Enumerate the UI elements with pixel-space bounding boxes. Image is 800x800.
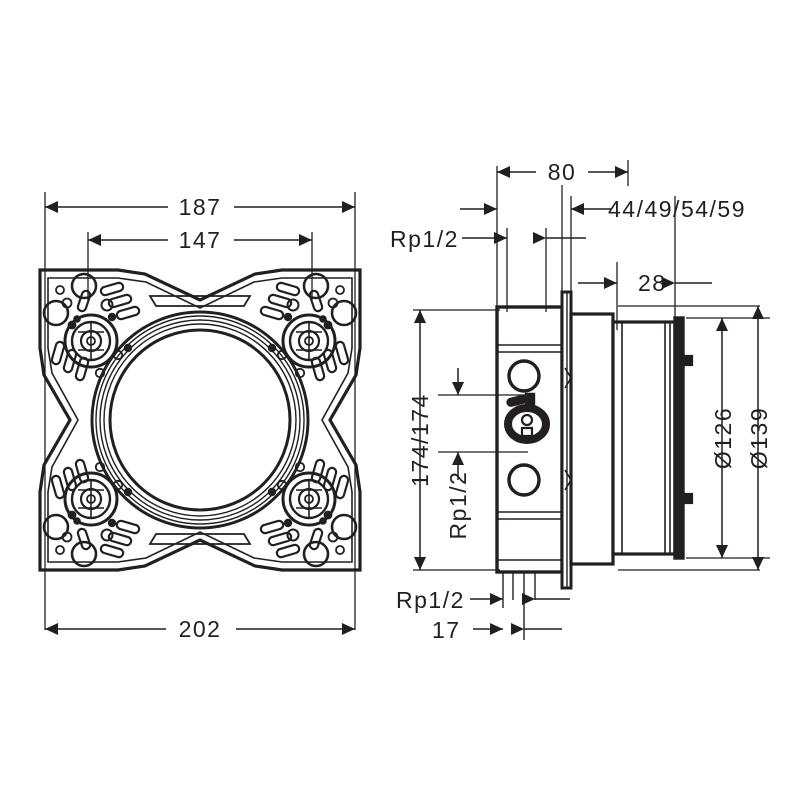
label-202: 202 <box>179 616 222 642</box>
label-28: 28 <box>638 270 667 296</box>
web-top <box>148 295 252 307</box>
cap-tab-top <box>681 354 694 367</box>
port-upper <box>507 359 541 393</box>
break-lines <box>564 367 572 491</box>
bottom-thread-stubs <box>502 572 536 640</box>
label-44-49-54-59: 44/49/54/59 <box>608 196 746 222</box>
label-187: 187 <box>179 194 222 220</box>
label-rp-mid: Rp1/2 <box>445 471 471 540</box>
label-174-174: 174/174 <box>407 393 433 487</box>
label-rp-top: Rp1/2 <box>390 226 459 252</box>
port-lower <box>507 463 541 497</box>
cap-tab-bottom <box>681 492 694 505</box>
plate-inner-outline <box>47 277 353 563</box>
front-view-mounting-plate <box>38 268 362 572</box>
side-view-section <box>495 290 694 640</box>
label-rp-bottom: Rp1/2 <box>396 587 465 613</box>
corner-boss-bottom-left <box>42 458 141 568</box>
label-147: 147 <box>179 227 222 253</box>
cap-face <box>673 316 685 560</box>
ring-lugs <box>123 343 277 497</box>
corner-boss-top-left <box>42 272 141 382</box>
corner-boss-top-right <box>259 272 358 382</box>
label-dia-139: Ø139 <box>746 407 772 469</box>
center-bore-ring-4 <box>103 323 297 517</box>
label-80: 80 <box>548 159 577 185</box>
plate-outline <box>38 268 362 572</box>
label-dia-126: Ø126 <box>710 407 736 469</box>
center-bore-ring-3 <box>99 319 301 521</box>
label-17: 17 <box>432 617 461 643</box>
front-collar <box>569 312 615 566</box>
mid-port-fitting <box>504 392 550 444</box>
corner-boss-bottom-right <box>259 458 358 568</box>
center-bore-ring-2 <box>95 315 305 525</box>
center-bore-ring-inner <box>108 328 292 512</box>
web-bottom <box>148 533 252 545</box>
center-bore-ring-outer <box>90 310 310 530</box>
